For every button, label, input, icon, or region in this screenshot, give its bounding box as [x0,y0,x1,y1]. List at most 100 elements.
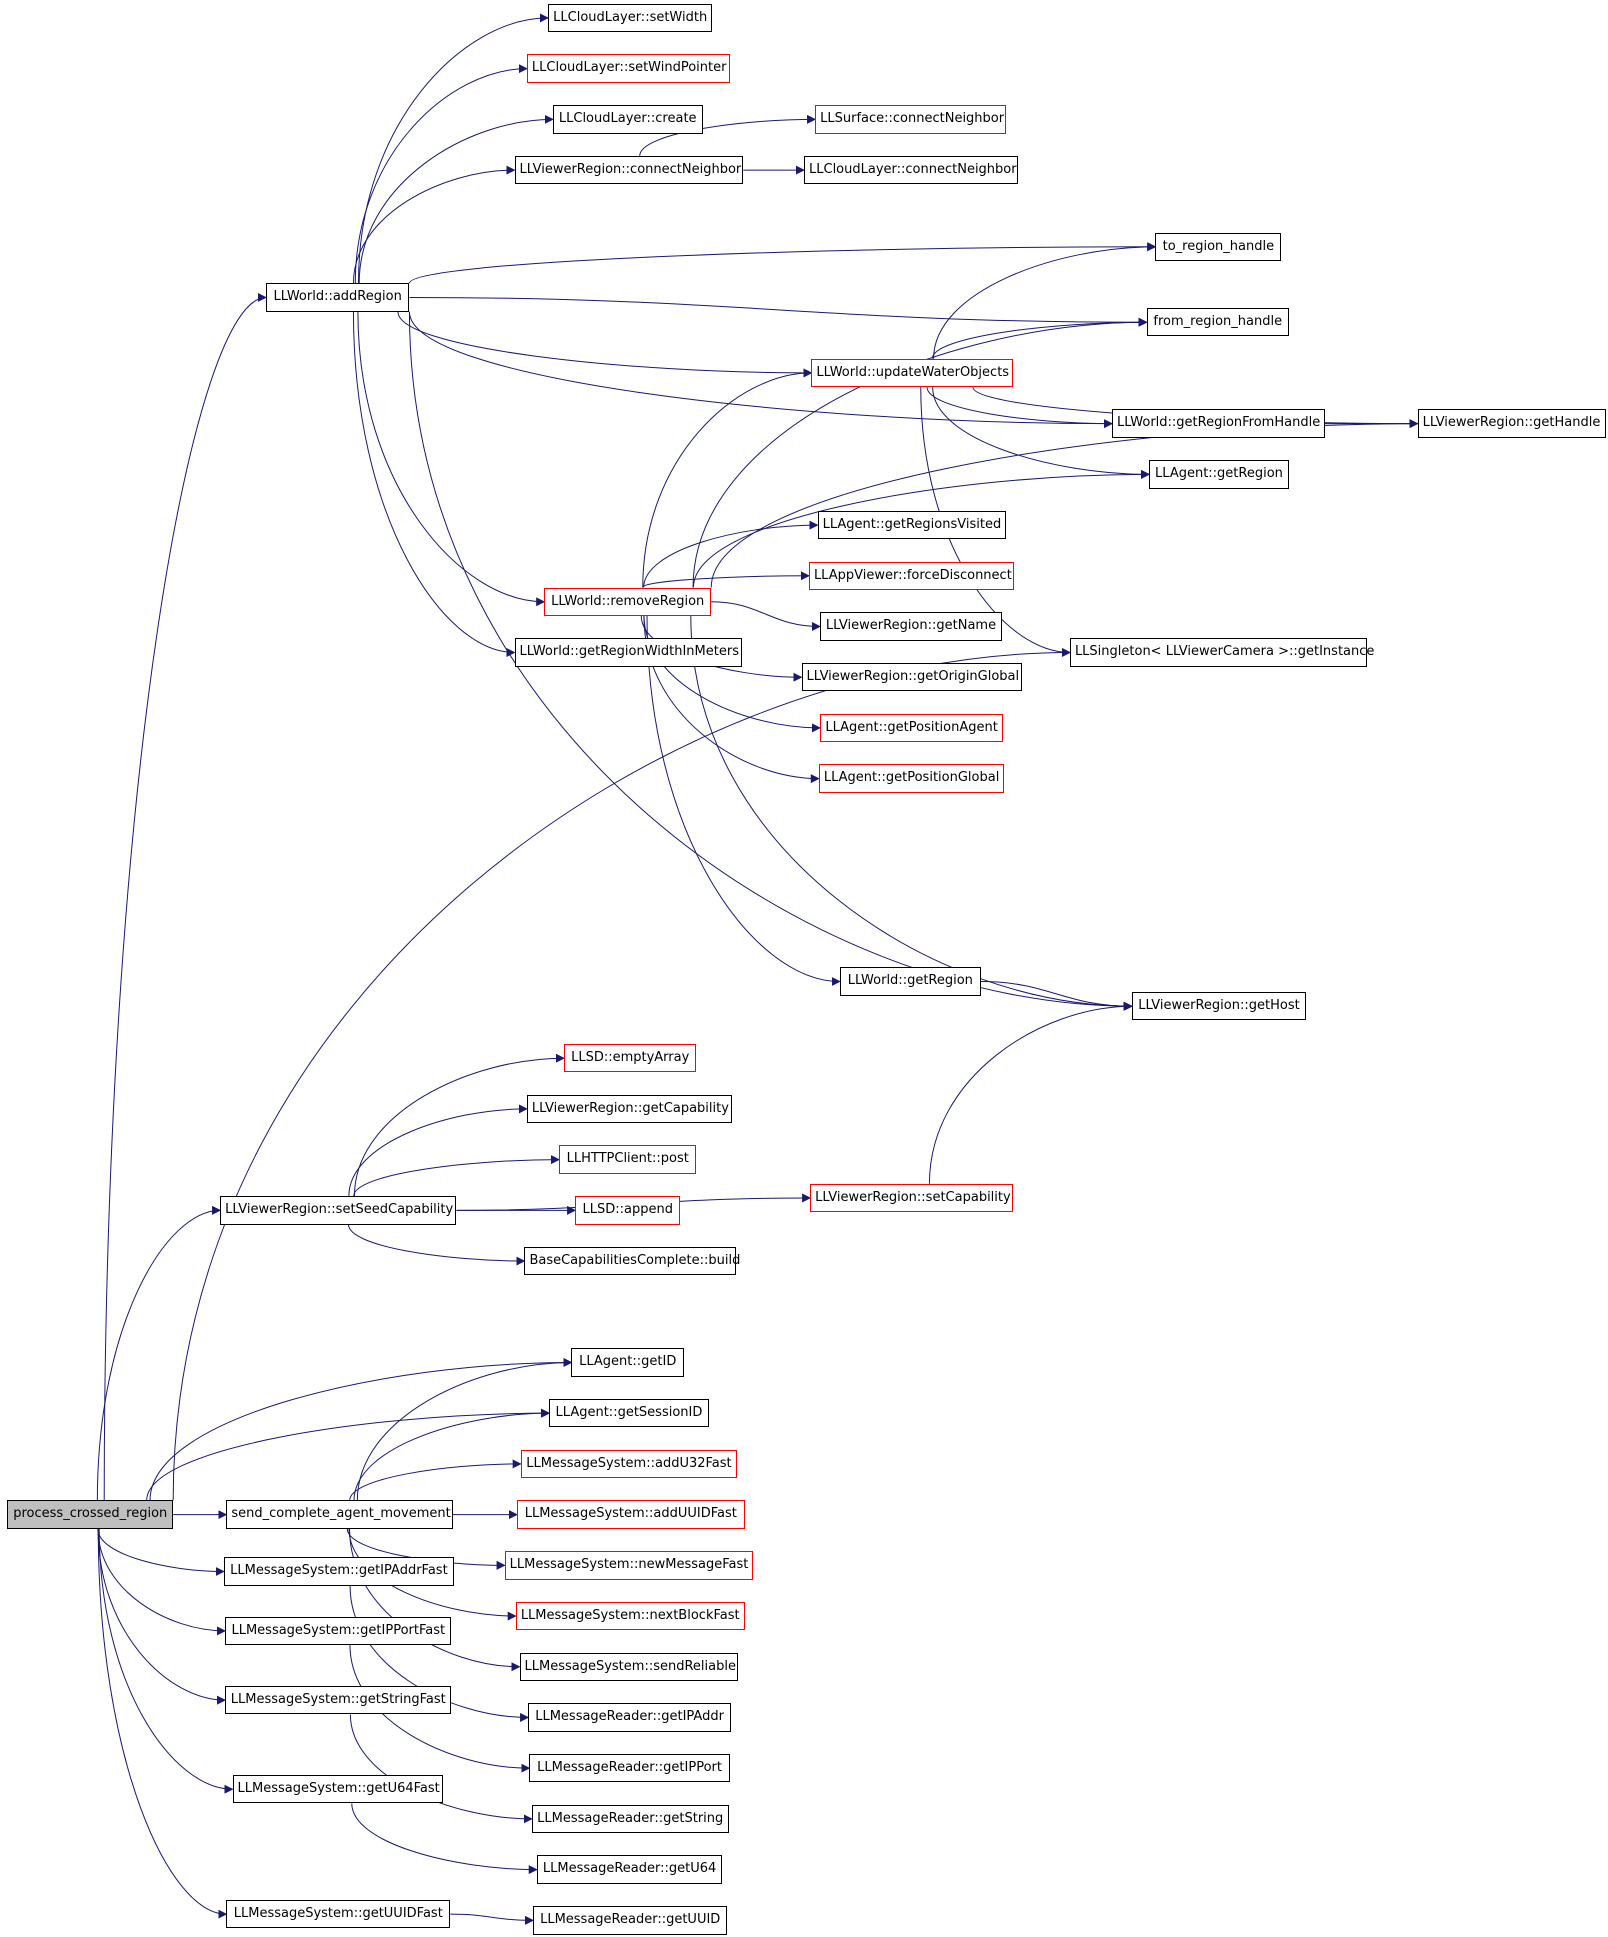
node-emptyarray[interactable]: LLSD::emptyArray [564,1043,697,1073]
node-getpositionagent[interactable]: LLAgent::getPositionAgent [820,713,1004,743]
edge-addregion-to-vr-gethost [408,311,1133,1011]
node-from-region-handle[interactable]: from_region_handle [1146,307,1289,337]
node-getinstance[interactable]: LLSingleton< LLViewerCamera >::getInstan… [1069,638,1374,667]
edge-getuuidfast-to-reader-getuuid [450,1913,535,1925]
edge-addregion-to-cl-create [358,114,554,284]
node-sendreliable[interactable]: LLMessageSystem::sendReliable [519,1652,739,1681]
edge-getipportfast-to-reader-getipport [349,1645,531,1773]
node-newmessagefast[interactable]: LLMessageSystem::newMessageFast [504,1551,754,1580]
edge-updatewaterobjects-to-to-region-handle [933,242,1157,359]
edge-world-getregion-to-vr-gethost [980,980,1133,1011]
edge-addregion-to-getregionfromhandle [408,311,1113,429]
node-vr-getname[interactable]: LLViewerRegion::getName [820,612,1002,641]
node-getoriginglobal[interactable]: LLViewerRegion::getOriginGlobal [801,662,1022,692]
edge-removeregion-to-updatewaterobjects [642,368,813,588]
node-agent-getsessionid[interactable]: LLAgent::getSessionID [549,1398,709,1428]
edge-addregion-to-getregionwidth [352,311,516,657]
edge-removeregion-to-vr-getname [711,601,821,631]
edge-process-crossed-region-to-getstringfast [97,1528,227,1705]
edge-addregion-to-cl-setwidth [357,13,549,284]
edge-process-crossed-region-to-getuuidfast [97,1528,228,1919]
edge-getipaddrfast-to-reader-getipaddr [349,1585,530,1722]
edge-addregion-to-from-region-handle [409,296,1148,327]
edge-send-complete-to-agent-getid [356,1357,573,1501]
node-bcc-build[interactable]: BaseCapabilitiesComplete::build [524,1246,740,1276]
node-removeregion[interactable]: LLWorld::removeRegion [544,587,712,616]
edge-process-crossed-region-to-getu64fast [98,1528,234,1794]
edge-updatewaterobjects-to-getregionfromhandle [926,387,1113,429]
node-setseedcapability[interactable]: LLViewerRegion::setSeedCapability [220,1196,457,1225]
node-adduuidfast[interactable]: LLMessageSystem::addUUIDFast [517,1500,745,1529]
node-surf-connectneighbor[interactable]: LLSurface::connectNeighbor [815,105,1006,134]
edge-setseedcapability-to-http-post [353,1155,560,1197]
node-to-region-handle[interactable]: to_region_handle [1155,232,1282,261]
edge-process-crossed-region-to-getipaddrfast [97,1528,225,1577]
node-getstringfast[interactable]: LLMessageSystem::getStringFast [225,1685,452,1715]
node-cl-setwindpointer[interactable]: LLCloudLayer::setWindPointer [526,54,730,83]
node-addu32fast[interactable]: LLMessageSystem::addU32Fast [520,1449,738,1479]
node-reader-getuuid[interactable]: LLMessageReader::getUUID [533,1906,728,1935]
node-vr-gethost[interactable]: LLViewerRegion::getHost [1131,992,1307,1021]
edge-setcapability-to-vr-gethost [928,1001,1133,1184]
edge-updatewaterobjects-to-agent-getregion [932,387,1150,479]
edge-updatewaterobjects-to-from-region-handle [931,317,1148,359]
node-http-post[interactable]: LLHTTPClient::post [559,1145,697,1174]
edge-addregion-to-vr-connectneighbor [352,165,516,284]
edge-addregion-to-to-region-handle [408,242,1157,284]
node-getipaddrfast[interactable]: LLMessageSystem::getIPAddrFast [223,1557,454,1586]
node-vr-connectneighbor[interactable]: LLViewerRegion::connectNeighbor [514,155,744,185]
node-llsd-append[interactable]: LLSD::append [575,1196,681,1225]
edge-send-complete-to-agent-getsessionid [353,1408,551,1501]
node-reader-getipaddr[interactable]: LLMessageReader::getIPAddr [528,1703,731,1732]
edge-process-crossed-region-to-addregion [103,293,267,1501]
edge-removeregion-to-world-getregion [646,615,841,986]
edge-send-complete-to-addu32fast [349,1459,522,1501]
node-setcapability[interactable]: LLViewerRegion::setCapability [810,1183,1014,1213]
node-reader-getu64[interactable]: LLMessageReader::getU64 [536,1855,723,1884]
node-reader-getstring[interactable]: LLMessageReader::getString [531,1804,729,1834]
node-getu64fast[interactable]: LLMessageSystem::getU64Fast [232,1774,443,1804]
node-cl-create[interactable]: LLCloudLayer::create [552,105,703,134]
node-getregionsvisited[interactable]: LLAgent::getRegionsVisited [817,510,1006,540]
node-addregion[interactable]: LLWorld::addRegion [265,283,410,312]
edge-removeregion-to-getpositionagent [643,615,821,733]
node-getcapability[interactable]: LLViewerRegion::getCapability [526,1094,733,1124]
edge-send-complete-to-newmessagefast [346,1528,506,1570]
node-world-getregion[interactable]: LLWorld::getRegion [839,967,981,996]
edge-process-crossed-region-to-agent-getsessionid [146,1408,551,1501]
node-cl-setwidth[interactable]: LLCloudLayer::setWidth [547,3,713,33]
node-getuuidfast[interactable]: LLMessageSystem::getUUIDFast [226,1899,451,1929]
node-getregionwidth[interactable]: LLWorld::getRegionWidthInMeters [514,638,743,667]
edge-process-crossed-region-to-agent-getid [149,1357,573,1501]
node-agent-getregion[interactable]: LLAgent::getRegion [1149,460,1289,489]
node-vr-gethandle[interactable]: LLViewerRegion::getHandle [1417,409,1606,438]
node-send-complete[interactable]: send_complete_agent_movement [226,1500,453,1529]
node-forcedisconnect[interactable]: LLAppViewer::forceDisconnect [808,561,1015,590]
edge-removeregion-to-from-region-handle [692,317,1148,588]
edge-removeregion-to-forcedisconnect [641,571,810,589]
edge-addregion-to-updatewaterobjects [397,311,813,378]
edge-removeregion-to-vr-gethost [690,615,1133,1011]
node-reader-getipport[interactable]: LLMessageReader::getIPPort [529,1753,730,1783]
node-nextblockfast[interactable]: LLMessageSystem::nextBlockFast [515,1601,745,1631]
node-agent-getid[interactable]: LLAgent::getID [571,1348,684,1377]
edge-send-complete-to-nextblockfast [348,1528,517,1621]
edge-process-crossed-region-to-setseedcapability [96,1205,222,1501]
edge-setseedcapability-to-getcapability [348,1104,528,1197]
edge-setseedcapability-to-emptyarray [353,1053,565,1197]
node-getipportfast[interactable]: LLMessageSystem::getIPPortFast [225,1616,452,1646]
edge-addregion-to-removeregion [357,311,546,607]
node-getregionfromhandle[interactable]: LLWorld::getRegionFromHandle [1111,409,1325,438]
edge-removeregion-to-getregionsvisited [643,520,819,588]
node-process-crossed-region[interactable]: process_crossed_region [7,1500,174,1529]
edge-removeregion-to-agent-getregion [692,469,1150,588]
edge-getu64fast-to-reader-getu64 [351,1803,538,1875]
node-updatewaterobjects[interactable]: LLWorld::updateWaterObjects [811,358,1014,388]
edge-addregion-to-cl-setwindpointer [354,64,528,284]
node-cl-connectneighbor[interactable]: LLCloudLayer::connectNeighbor [804,155,1018,185]
edge-setseedcapability-to-bcc-build [348,1224,526,1266]
edge-process-crossed-region-to-getipportfast [97,1528,227,1636]
node-getpositionglobal[interactable]: LLAgent::getPositionGlobal [818,764,1005,793]
